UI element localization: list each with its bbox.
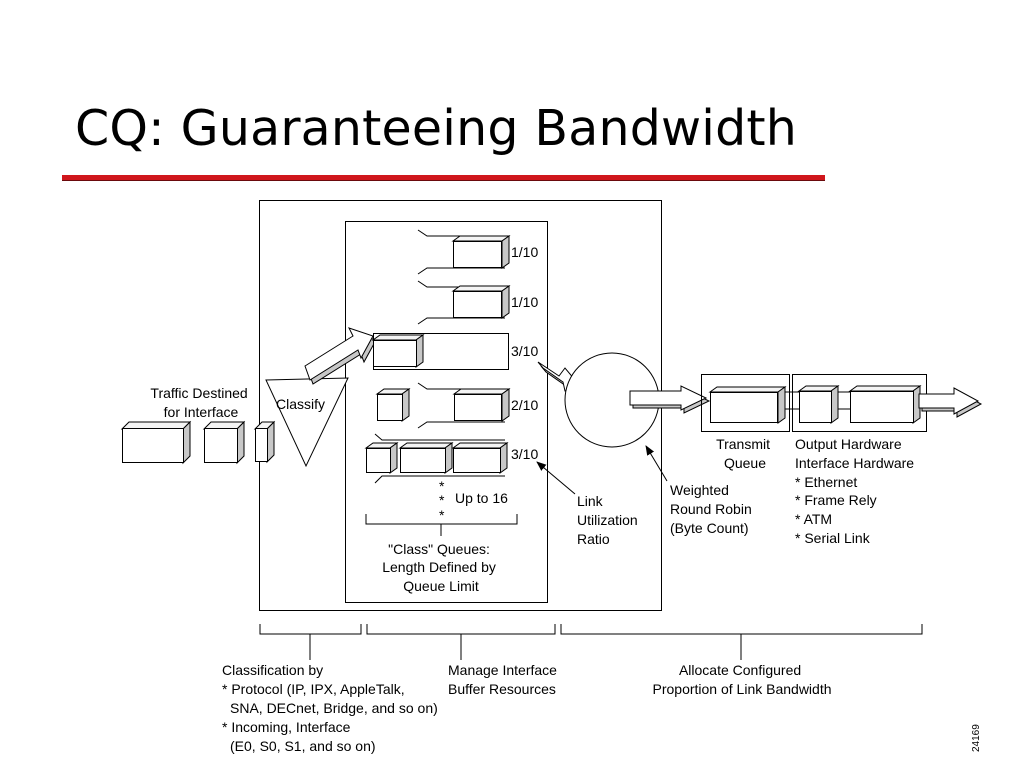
link-utilization-pointer xyxy=(536,461,576,495)
manage-bracket xyxy=(366,624,556,660)
queue-2 xyxy=(417,280,511,325)
link-utilization-label: Link Utilization Ratio xyxy=(577,493,642,547)
allocate-label: Allocate Configured Proportion of Link B… xyxy=(653,662,832,697)
queue-3-ratio: 3/10 xyxy=(511,343,538,359)
classification-bracket xyxy=(259,624,362,660)
manage-label: Manage Interface Buffer Resources xyxy=(448,662,561,697)
queue-5-ratio: 3/10 xyxy=(511,446,538,462)
queue-1-ratio: 1/10 xyxy=(511,244,538,260)
title-underline xyxy=(62,175,825,181)
asterisk-3: * xyxy=(439,507,445,523)
class-queues-label: "Class" Queues: Length Defined by Queue … xyxy=(382,541,500,594)
classify-to-queue-arrow xyxy=(304,327,377,385)
queue-4-ratio: 2/10 xyxy=(511,397,538,413)
wrr-label: Weighted Round Robin (Byte Count) xyxy=(670,482,756,536)
incoming-packets xyxy=(120,420,276,465)
traffic-destined-label: Traffic Destined for Interface xyxy=(150,385,251,420)
transmit-queue-label: Transmit Queue xyxy=(716,436,774,471)
packet-medium xyxy=(202,420,246,465)
packet-small xyxy=(253,420,276,464)
output-hardware xyxy=(792,374,927,432)
asterisk-1: * xyxy=(439,478,445,494)
allocate-bracket xyxy=(560,624,923,660)
class-queue-frame xyxy=(345,221,548,603)
queue-5 xyxy=(364,433,509,484)
classification-label: Classification by * Protocol (IP, IPX, A… xyxy=(222,662,442,754)
slide-title: CQ: Guaranteeing Bandwidth xyxy=(75,100,798,157)
queue-2-ratio: 1/10 xyxy=(511,294,538,310)
outgoing-arrow xyxy=(918,387,983,418)
classify-funnel xyxy=(265,377,349,468)
output-hardware-label: Output Hardware Interface Hardware * Eth… xyxy=(795,436,918,546)
packet-large xyxy=(120,420,192,465)
up-to-16-label: Up to 16 xyxy=(455,490,508,506)
queue-3 xyxy=(371,333,509,370)
figure-id: 24169 xyxy=(971,724,982,752)
queue-4 xyxy=(375,382,511,429)
queue-1 xyxy=(417,229,511,275)
transmit-queue xyxy=(701,374,790,432)
classify-label: Classify xyxy=(276,396,325,412)
asterisk-2: * xyxy=(439,492,445,508)
class-queues-bracket xyxy=(365,514,518,536)
scheduler-to-transmit-arrow xyxy=(629,385,711,414)
wrr-pointer xyxy=(645,445,668,482)
